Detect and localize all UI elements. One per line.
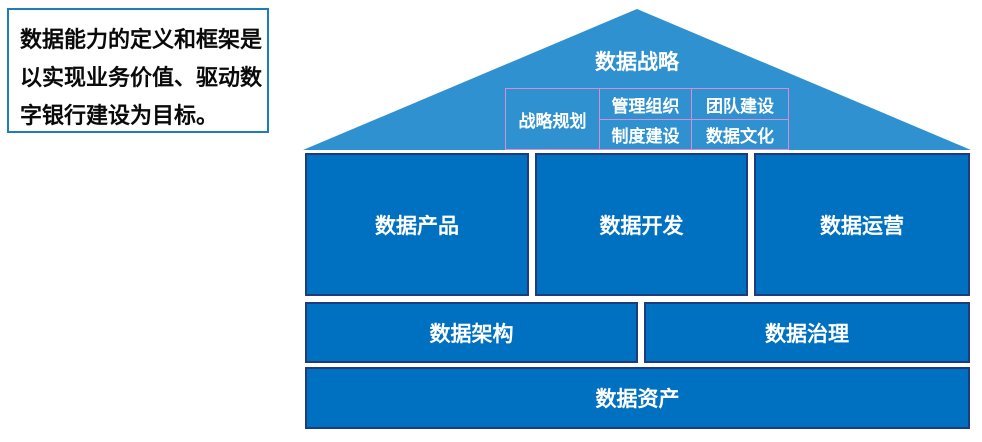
cell-data-culture: 数据文化 [691, 119, 788, 149]
box-data-operations: 数据运营 [754, 153, 970, 296]
annotation-box: 数据能力的定义和框架是 以实现业务价值、驱动数 字银行建设为目标。 [7, 8, 269, 133]
roof-cell-grid: 战略规划 管理组织 团队建设 制度建设 数据文化 [505, 88, 789, 150]
annotation-line: 字银行建设为目标。 [20, 103, 219, 128]
cell-strategic-planning: 战略规划 [518, 111, 587, 131]
annotation-line: 以实现业务价值、驱动数 [20, 65, 263, 90]
box-data-architecture: 数据架构 [305, 302, 638, 363]
box-data-governance: 数据治理 [644, 302, 970, 363]
cell-system-building: 制度建设 [599, 119, 691, 149]
cell-team-building: 团队建设 [691, 89, 788, 119]
cell-management-org: 管理组织 [599, 89, 691, 119]
box-data-development: 数据开发 [535, 153, 748, 296]
roof-title: 数据战略 [595, 51, 679, 74]
annotation-line: 数据能力的定义和框架是 [20, 27, 263, 52]
box-data-product: 数据产品 [305, 153, 529, 296]
box-data-assets: 数据资产 [305, 367, 970, 429]
